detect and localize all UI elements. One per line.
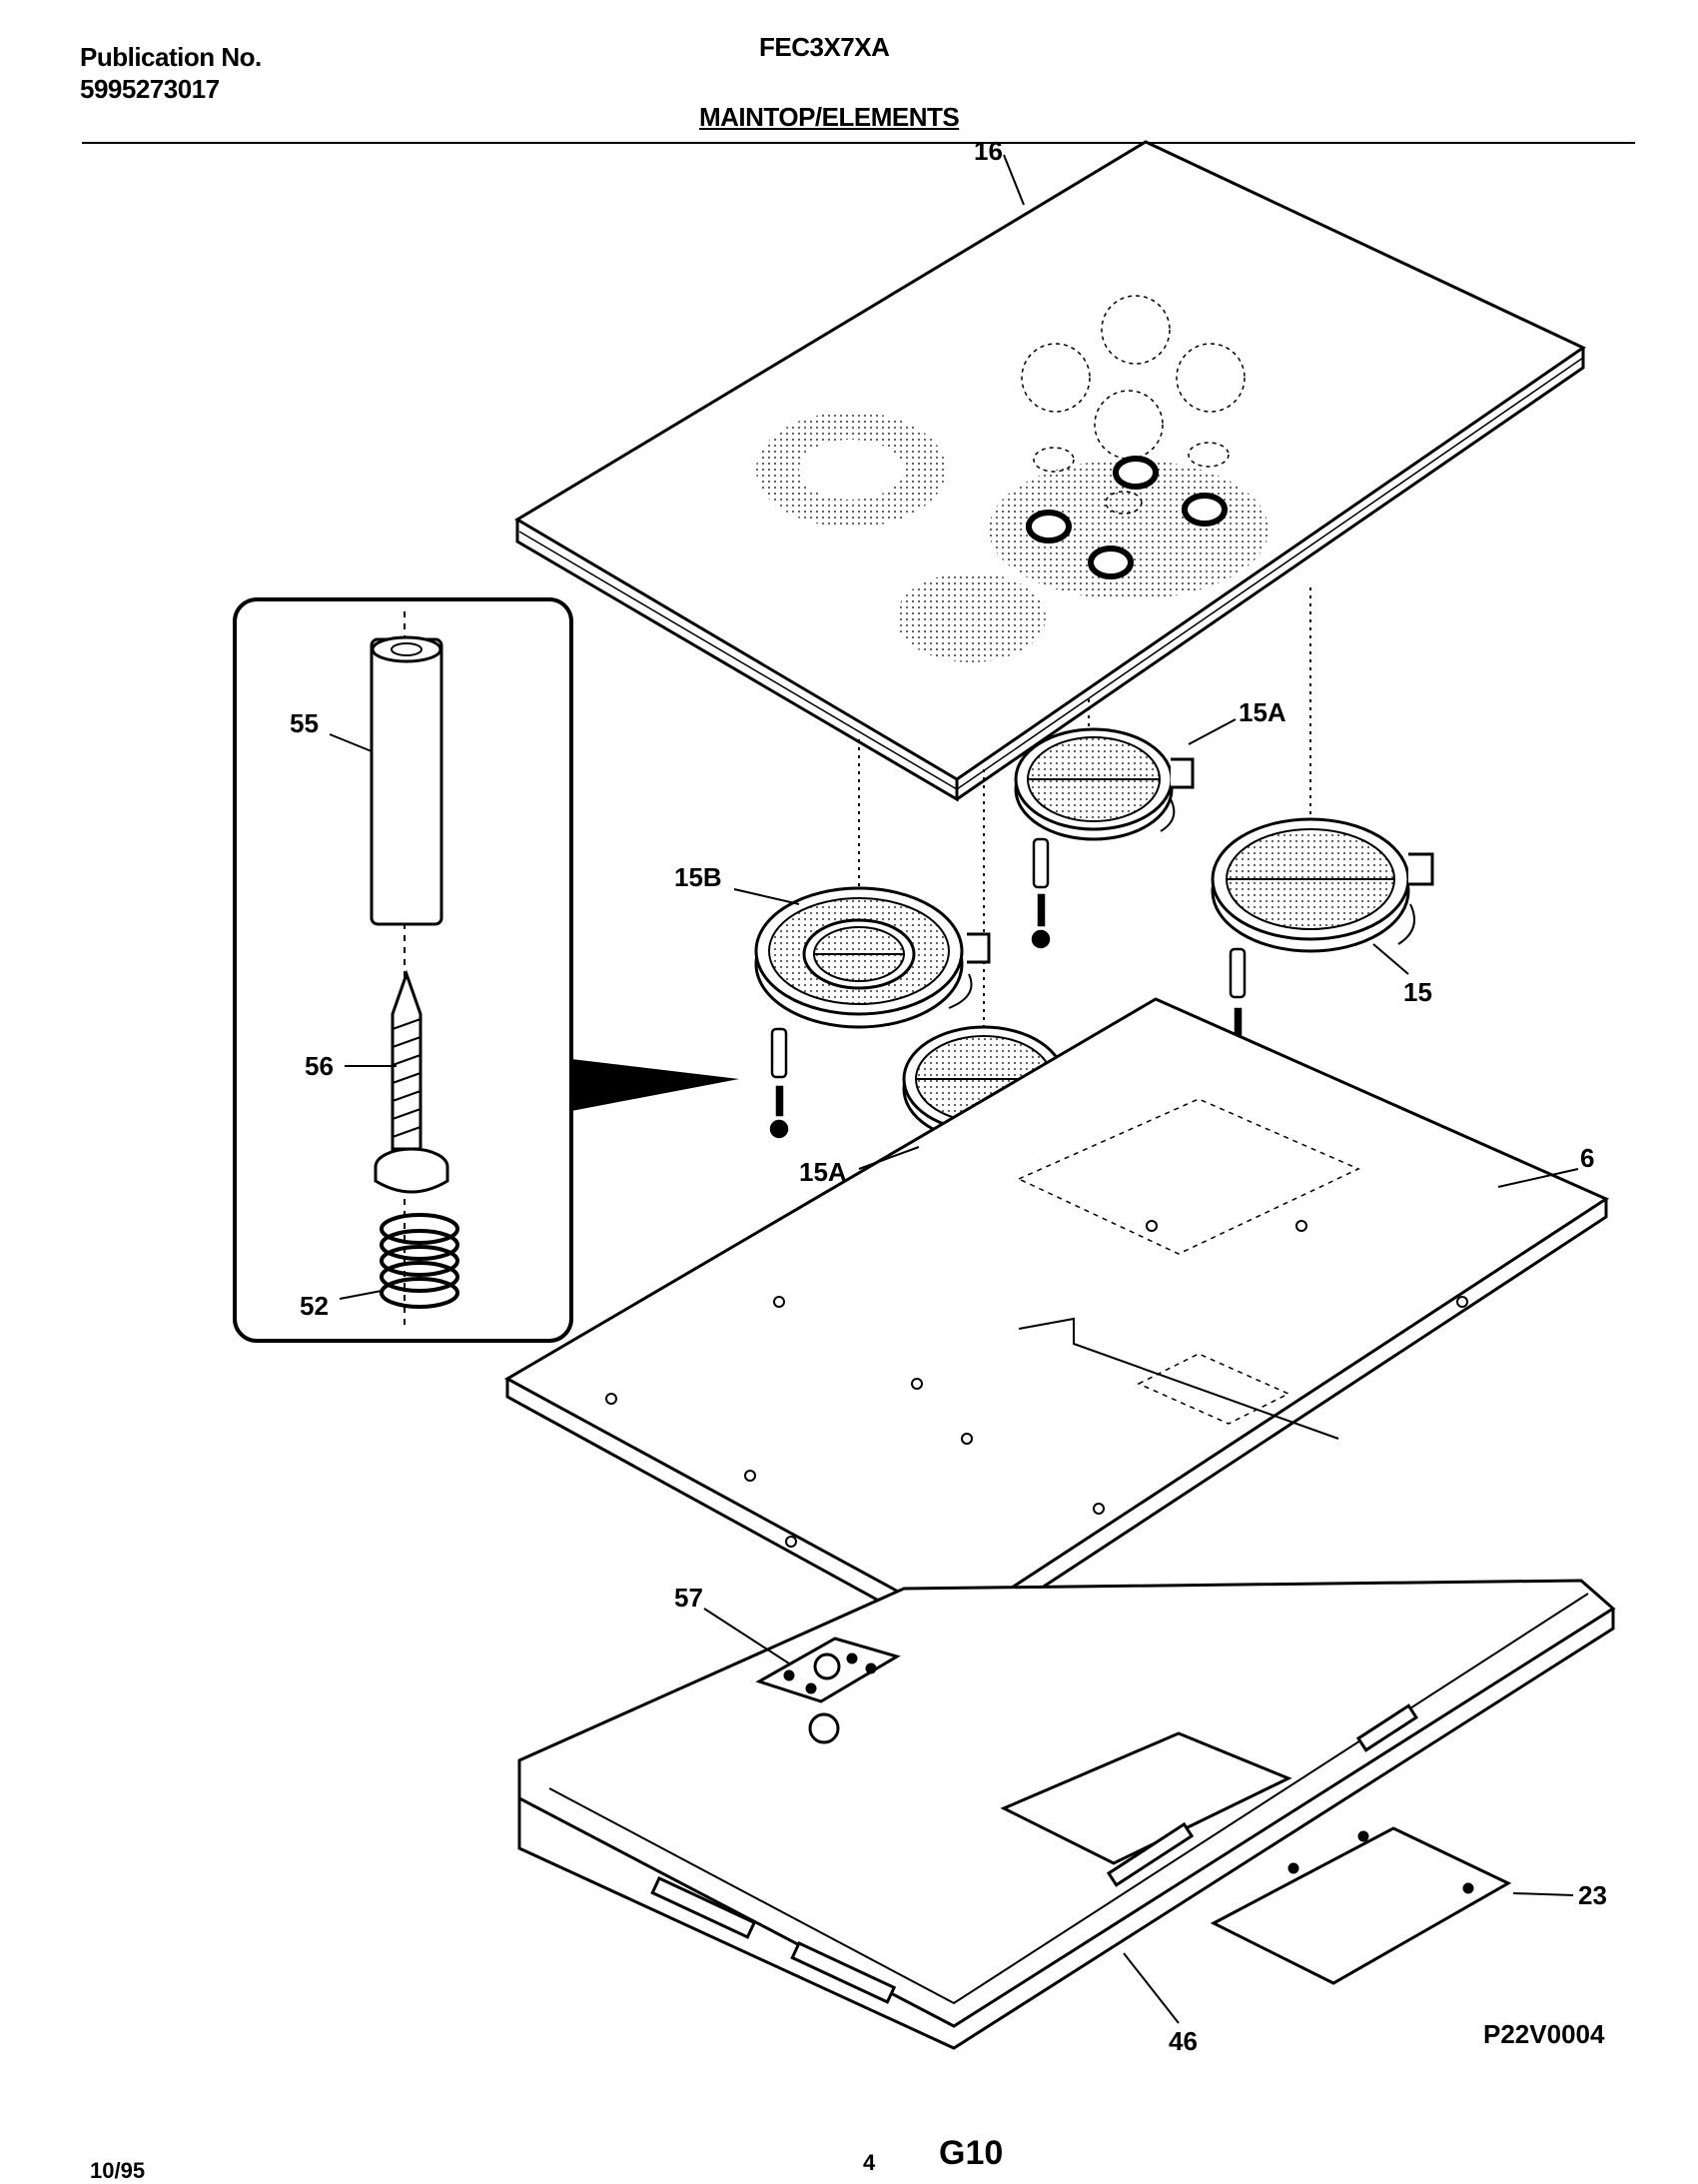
callout-6: 6	[1580, 1143, 1594, 1173]
callout-16: 16	[974, 136, 1003, 166]
callout-52: 52	[300, 1291, 329, 1321]
revision-date: 10/95	[90, 2158, 146, 2183]
element-15A-rear	[1014, 727, 1195, 841]
page-number: 4	[863, 2150, 876, 2175]
callout-labels: 16 15A 15B 15 15A 6 55 56 52 57 23 46 P2…	[290, 136, 1607, 2056]
callout-15: 15	[1403, 977, 1432, 1007]
callout-15B: 15B	[674, 862, 722, 892]
leader-lines	[329, 154, 1579, 2024]
model-number: FEC3X7XA	[759, 32, 890, 62]
callout-23: 23	[1578, 1880, 1607, 1910]
element-15B	[754, 886, 991, 1029]
support-plate	[503, 997, 1610, 1645]
header-divider	[82, 142, 1635, 144]
publication-label: Publication No.	[80, 42, 262, 72]
access-cover-23	[1210, 1826, 1512, 1985]
bracket-57	[755, 1637, 901, 1703]
callout-57: 57	[674, 1583, 703, 1613]
callout-55: 55	[290, 708, 319, 738]
bottom-pan	[517, 1579, 1616, 2050]
inset-detail	[233, 597, 739, 1343]
grid-code: G10	[939, 2134, 1004, 2172]
drawing-code: P22V0004	[1483, 2019, 1605, 2049]
section-title: MAINTOP/ELEMENTS	[699, 102, 960, 132]
callout-15A-bottom: 15A	[799, 1157, 847, 1187]
callout-15A-top: 15A	[1239, 697, 1286, 727]
element-15	[1211, 817, 1434, 953]
callout-56: 56	[305, 1051, 334, 1081]
glass-maintop	[514, 140, 1587, 802]
callout-46: 46	[1169, 2026, 1198, 2056]
publication-number: 5995273017	[80, 74, 220, 104]
